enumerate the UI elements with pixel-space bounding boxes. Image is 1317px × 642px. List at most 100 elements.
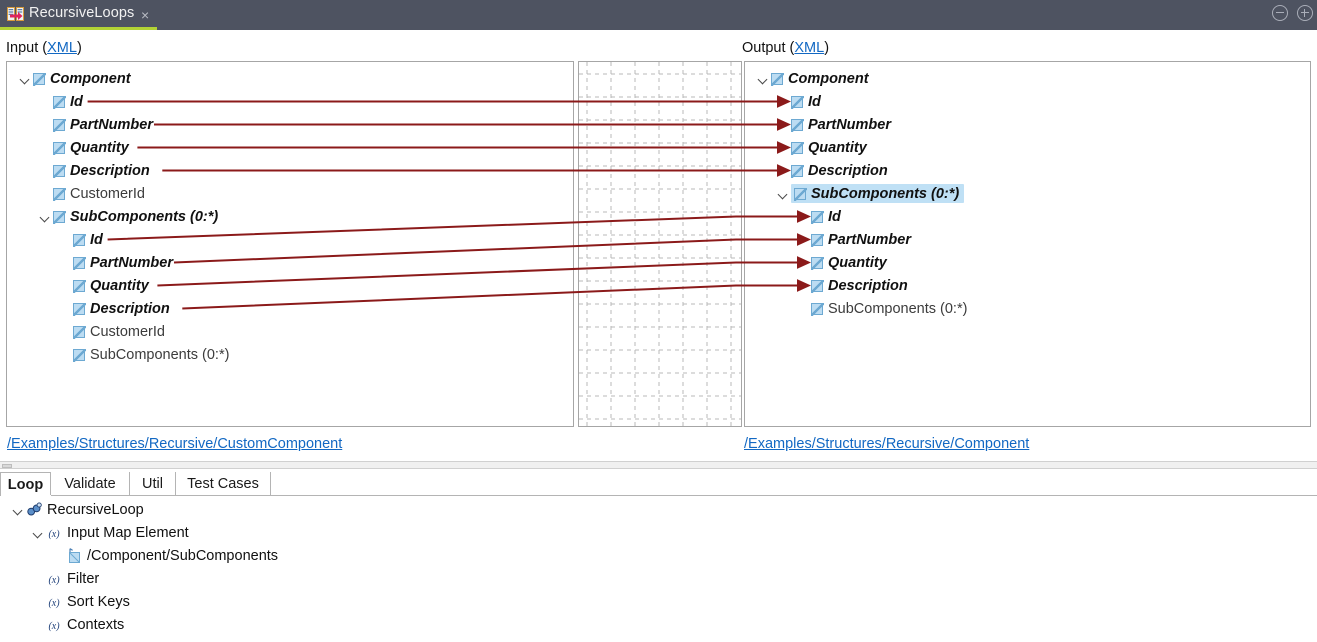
- xml-element-icon: [791, 118, 804, 132]
- plus-circle-icon[interactable]: [1297, 5, 1313, 21]
- tab-active-underline: [0, 27, 157, 30]
- tree-row[interactable]: SubComponents (0:*): [7, 343, 573, 366]
- tree-row[interactable]: Id: [7, 228, 573, 251]
- tree-node-label: PartNumber: [90, 254, 173, 271]
- tab-title: RecursiveLoops: [29, 5, 135, 21]
- output-structure-path-link[interactable]: /Examples/Structures/Recursive/Component: [744, 436, 1030, 452]
- splitter-grip: [2, 464, 12, 468]
- element-ref-icon: [66, 547, 82, 564]
- tree-indent-spacer: [37, 163, 53, 179]
- xml-element-icon: [811, 210, 824, 224]
- loop-tree-row[interactable]: (x) Input Map Element: [30, 521, 189, 544]
- loop-tree-label: RecursiveLoop: [47, 501, 144, 518]
- tree-node-label: Id: [90, 231, 103, 248]
- loop-tree-label: /Component/SubComponents: [87, 547, 279, 564]
- loop-tree-row[interactable]: (x)Filter: [30, 567, 99, 590]
- loop-tree-row[interactable]: RecursiveLoop: [10, 498, 144, 521]
- xml-element-icon: [73, 279, 86, 293]
- xml-element-icon: [811, 302, 824, 316]
- svg-text:(x): (x): [48, 621, 60, 632]
- xml-element-icon: [53, 95, 66, 109]
- xml-element-icon: [73, 256, 86, 270]
- tree-indent-spacer: [795, 301, 811, 317]
- tree-indent-spacer: [37, 186, 53, 202]
- tree-node-label: Id: [70, 93, 83, 110]
- chevron-down-icon[interactable]: [30, 525, 46, 541]
- tree-indent-spacer: [37, 94, 53, 110]
- mapping-grid-panel[interactable]: [578, 61, 742, 427]
- tree-row[interactable]: SubComponents (0:*): [7, 205, 573, 228]
- xml-element-icon: [53, 187, 66, 201]
- chevron-down-icon[interactable]: [775, 186, 791, 202]
- tree-indent-spacer: [30, 571, 46, 587]
- tree-node-label: CustomerId: [90, 323, 165, 340]
- tree-row[interactable]: Description: [745, 159, 1310, 182]
- tree-indent-spacer: [795, 278, 811, 294]
- tree-node-label: Id: [808, 93, 821, 110]
- tree-row[interactable]: PartNumber: [745, 228, 1310, 251]
- svg-text:(x): (x): [48, 529, 60, 540]
- close-icon[interactable]: ×: [141, 7, 150, 23]
- tree-row[interactable]: Component: [7, 67, 573, 90]
- tree-row[interactable]: Quantity: [745, 251, 1310, 274]
- tree-indent-spacer: [775, 140, 791, 156]
- svg-text:(x): (x): [48, 575, 60, 586]
- chevron-down-icon[interactable]: [755, 71, 771, 87]
- tree-indent-spacer: [57, 278, 73, 294]
- panel-splitter[interactable]: [0, 461, 1317, 469]
- tree-row[interactable]: PartNumber: [7, 113, 573, 136]
- tree-indent-spacer: [57, 301, 73, 317]
- tree-row[interactable]: SubComponents (0:*): [745, 182, 1310, 205]
- tree-row[interactable]: PartNumber: [745, 113, 1310, 136]
- tree-node-label: PartNumber: [828, 231, 911, 248]
- tree-row[interactable]: Description: [745, 274, 1310, 297]
- tab-validate[interactable]: Validate: [51, 472, 130, 496]
- output-xml-link[interactable]: XML: [794, 40, 825, 56]
- chevron-down-icon[interactable]: [10, 502, 26, 518]
- loop-tree-row[interactable]: (x)Contexts: [30, 613, 124, 636]
- tree-indent-spacer: [775, 94, 791, 110]
- tree-row[interactable]: SubComponents (0:*): [745, 297, 1310, 320]
- tree-row[interactable]: Quantity: [7, 274, 573, 297]
- tree-row[interactable]: PartNumber: [7, 251, 573, 274]
- tree-row[interactable]: Id: [7, 90, 573, 113]
- editor-tab-recursiveloops[interactable]: RecursiveLoops ×: [0, 0, 157, 30]
- loop-tree-row[interactable]: (x)Sort Keys: [30, 590, 129, 613]
- xml-element-icon: [811, 279, 824, 293]
- chevron-down-icon[interactable]: [37, 209, 53, 225]
- tree-row[interactable]: Id: [745, 205, 1310, 228]
- tab-loop[interactable]: Loop: [0, 472, 51, 496]
- bottom-tab-strip-divider: [0, 495, 1317, 496]
- tree-indent-spacer: [37, 140, 53, 156]
- tree-indent-spacer: [775, 163, 791, 179]
- loop-tree-label: Input Map Element: [67, 524, 189, 541]
- tab-test-cases[interactable]: Test Cases: [176, 472, 271, 496]
- tree-node-label: PartNumber: [808, 116, 891, 133]
- xml-element-icon: [53, 118, 66, 132]
- tree-indent-spacer: [30, 594, 46, 610]
- tree-row[interactable]: Id: [745, 90, 1310, 113]
- tab-util[interactable]: Util: [130, 472, 176, 496]
- tree-row[interactable]: CustomerId: [7, 182, 573, 205]
- minus-circle-icon[interactable]: [1272, 5, 1288, 21]
- tree-row[interactable]: Description: [7, 297, 573, 320]
- tree-row[interactable]: CustomerId: [7, 320, 573, 343]
- loop-tree-row[interactable]: /Component/SubComponents: [50, 544, 278, 567]
- xml-element-icon: [791, 95, 804, 109]
- tree-row[interactable]: Description: [7, 159, 573, 182]
- chevron-down-icon[interactable]: [17, 71, 33, 87]
- tree-node-label: SubComponents (0:*): [811, 185, 960, 202]
- xml-element-icon: [791, 164, 804, 178]
- input-structure-path-link[interactable]: /Examples/Structures/Recursive/CustomCom…: [7, 436, 343, 452]
- tree-row[interactable]: Quantity: [745, 136, 1310, 159]
- output-panel-header: Output (XML): [742, 40, 829, 56]
- loop-properties-tree[interactable]: RecursiveLoop (x) Input Map Element/Compon…: [0, 498, 1317, 642]
- tree-row[interactable]: Quantity: [7, 136, 573, 159]
- tree-indent-spacer: [57, 347, 73, 363]
- fx-icon: (x): [46, 594, 62, 610]
- input-xml-link[interactable]: XML: [47, 40, 77, 56]
- xml-element-icon: [53, 141, 66, 155]
- tree-row[interactable]: Component: [745, 67, 1310, 90]
